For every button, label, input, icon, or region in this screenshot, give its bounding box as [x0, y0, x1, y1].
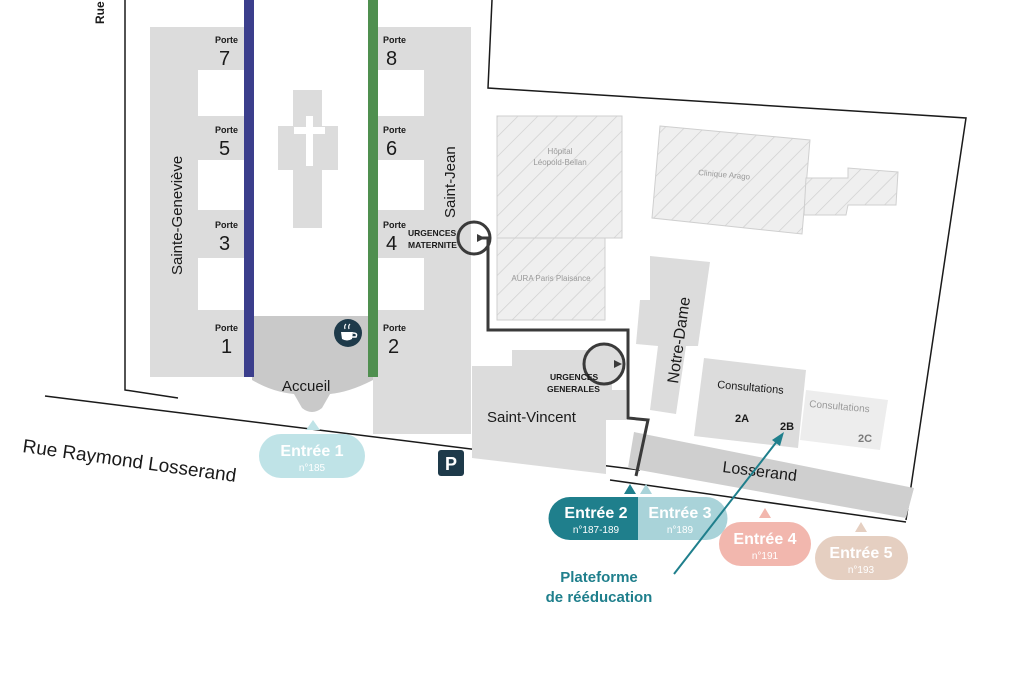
- entrance-5[interactable]: Entrée 5 n°193: [815, 522, 908, 580]
- svg-text:Porte: Porte: [383, 125, 406, 135]
- building-losserand[interactable]: [628, 432, 914, 518]
- plateforme-reeducation[interactable]: Plateforme de rééducation: [546, 432, 784, 606]
- door-4[interactable]: Porte 4: [383, 220, 406, 255]
- building-aura: [496, 237, 606, 321]
- svg-text:Porte: Porte: [215, 35, 238, 45]
- door-8[interactable]: Porte 8: [383, 35, 406, 70]
- entrance-4[interactable]: Entrée 4 n°191: [719, 508, 811, 566]
- svg-text:Entrée 3: Entrée 3: [648, 505, 711, 522]
- svg-text:4: 4: [386, 233, 397, 255]
- svg-text:Plateforme: Plateforme: [560, 569, 638, 586]
- svg-text:8: 8: [386, 48, 397, 70]
- svg-text:P: P: [445, 454, 457, 474]
- street-label-top-left: Rue: [93, 1, 107, 24]
- svg-text:Porte: Porte: [215, 125, 238, 135]
- label-consultations-secondary: Consultations: [809, 399, 870, 415]
- emergency-route: [478, 236, 650, 477]
- svg-text:URGENCES: URGENCES: [408, 228, 457, 238]
- svg-text:GENERALES: GENERALES: [547, 384, 600, 394]
- label-2c: 2C: [858, 433, 872, 445]
- svg-text:1: 1: [221, 336, 232, 358]
- courtyards-right: [378, 70, 424, 310]
- svg-text:Entrée 1: Entrée 1: [280, 443, 343, 460]
- svg-text:n°191: n°191: [752, 551, 779, 562]
- svg-text:Porte: Porte: [215, 220, 238, 230]
- building-consultations-2c[interactable]: [800, 390, 888, 450]
- label-saint-jean: Saint-Jean: [442, 146, 459, 218]
- label-saint-vincent: Saint-Vincent: [487, 409, 577, 426]
- blue-corridor-line: [244, 0, 254, 377]
- cross-icon: [294, 116, 325, 166]
- svg-text:n°185: n°185: [299, 463, 326, 474]
- svg-text:Porte: Porte: [383, 220, 406, 230]
- svg-text:URGENCES: URGENCES: [550, 372, 599, 382]
- building-notre-dame[interactable]: [636, 256, 710, 414]
- svg-text:Porte: Porte: [383, 323, 406, 333]
- building-consultations[interactable]: [694, 358, 806, 448]
- svg-text:3: 3: [219, 233, 230, 255]
- urgences-maternite-marker[interactable]: URGENCES MATERNITE: [408, 220, 492, 256]
- label-consultations: Consultations: [717, 379, 785, 397]
- svg-text:6: 6: [386, 138, 397, 160]
- label-aura: AURA Paris Plaisance: [511, 274, 591, 283]
- door-6[interactable]: Porte 6: [383, 125, 406, 160]
- svg-text:Porte: Porte: [383, 35, 406, 45]
- urgences-generales-marker[interactable]: URGENCES GENERALES: [547, 342, 626, 394]
- building-saint-vincent[interactable]: [472, 350, 626, 474]
- label-hopital-line1: Hôpital: [548, 147, 573, 156]
- svg-text:5: 5: [219, 138, 230, 160]
- door-1[interactable]: Porte 1: [215, 323, 238, 358]
- door-7[interactable]: Porte 7: [215, 35, 238, 70]
- svg-text:7: 7: [219, 48, 230, 70]
- svg-text:Entrée 4: Entrée 4: [733, 531, 796, 548]
- door-2[interactable]: Porte 2: [383, 323, 406, 358]
- label-hopital-line2: Léopold-Bellan: [533, 158, 586, 167]
- street-label-main: Rue Raymond Losserand: [21, 436, 237, 487]
- green-corridor-line: [368, 0, 378, 377]
- boundary-lines: [44, 0, 967, 523]
- svg-text:de rééducation: de rééducation: [546, 589, 653, 606]
- courtyards-left: [198, 70, 248, 310]
- svg-text:2: 2: [388, 336, 399, 358]
- parking-icon[interactable]: P: [438, 450, 464, 476]
- svg-text:n°187-189: n°187-189: [573, 525, 620, 536]
- svg-text:Entrée 5: Entrée 5: [829, 545, 892, 562]
- svg-text:Entrée 2: Entrée 2: [564, 505, 627, 522]
- door-3[interactable]: Porte 3: [215, 220, 238, 255]
- svg-text:Porte: Porte: [215, 323, 238, 333]
- label-2a: 2A: [735, 413, 749, 425]
- building-hopital-leopold-bellan: [496, 115, 623, 239]
- label-accueil: Accueil: [282, 378, 330, 395]
- label-2b: 2B: [780, 421, 794, 433]
- svg-text:n°189: n°189: [667, 525, 694, 536]
- door-5[interactable]: Porte 5: [215, 125, 238, 160]
- entrance-3[interactable]: Entrée 3 n°189: [638, 484, 728, 540]
- label-sainte-genevieve: Sainte-Geneviève: [169, 156, 186, 275]
- svg-text:n°193: n°193: [848, 565, 875, 576]
- coffee-icon[interactable]: [334, 319, 362, 347]
- entrance-2[interactable]: Entrée 2 n°187-189: [548, 484, 639, 540]
- entrance-1[interactable]: Entrée 1 n°185: [259, 420, 365, 478]
- svg-text:MATERNITE: MATERNITE: [408, 240, 457, 250]
- building-clinique-arago: [651, 125, 811, 235]
